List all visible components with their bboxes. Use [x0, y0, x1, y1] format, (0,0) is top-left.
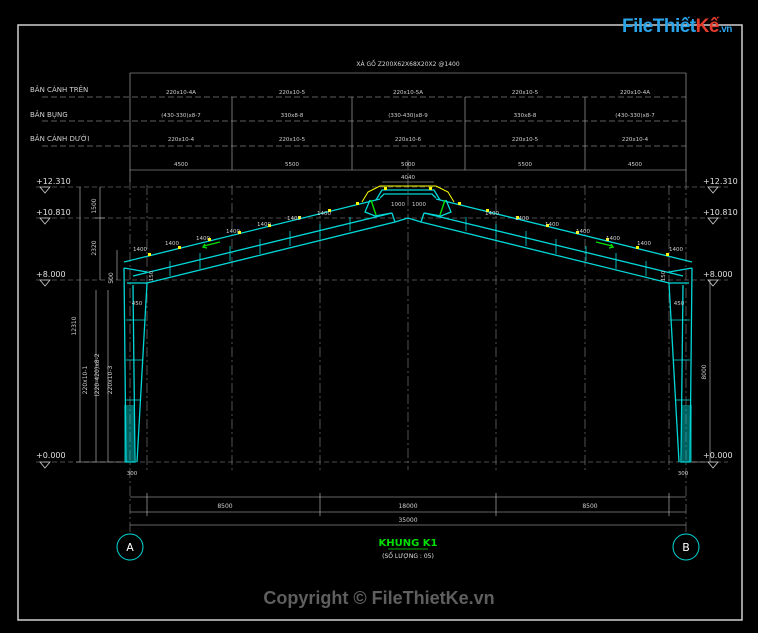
- ridge-part-left: 1000: [391, 202, 405, 208]
- rafter-spacing-label: 1400: [287, 216, 301, 222]
- column-label-1: 220x10-1: [82, 366, 89, 395]
- top-flange-cell: 220x10-4A: [166, 90, 196, 96]
- dim-2320: 2320: [91, 240, 98, 255]
- level-eave-left: +8.000: [36, 270, 66, 279]
- row-label-bottom-flange: BẢN CÁNH DƯỚI: [30, 134, 89, 143]
- top-flange-cell: 220x10-5: [512, 90, 539, 96]
- bottom-dimensions: [130, 493, 686, 526]
- rafter-spacing-label: 1400: [515, 216, 529, 222]
- rafter-spacing-label: 1400: [637, 241, 651, 247]
- level-eave-right: +8.000: [703, 270, 733, 279]
- rafter-spacing-label: 1400: [133, 247, 147, 253]
- slope-arrows: [201, 199, 615, 249]
- rafter-spacing-label: 1400: [606, 236, 620, 242]
- schedule-title: XÀ GỒ Z200X62X68X20X2 @1400: [356, 59, 459, 68]
- axis-a-label: A: [126, 541, 134, 554]
- bottom-segment: 8500: [217, 503, 232, 510]
- logo-brand-accent: Kế: [695, 16, 720, 37]
- left-dimensions: [76, 187, 130, 463]
- bottom-flange-cell: 220x10-4: [168, 137, 195, 143]
- level-ridge-right: +12.310: [703, 177, 738, 186]
- top-flange-cell: 220x10-4A: [620, 90, 650, 96]
- row-label-top-flange: BẢN CÁNH TRÊN: [30, 85, 88, 94]
- haunch-left: 450: [132, 301, 143, 307]
- segment-length: 4500: [628, 162, 642, 168]
- steel-frame: [123, 189, 693, 463]
- segment-length: 4500: [174, 162, 188, 168]
- dim-1500: 1500: [91, 198, 98, 213]
- column-bases: [124, 405, 692, 462]
- level-lines: [36, 186, 728, 463]
- rafter-spacing-label: 1400: [165, 241, 179, 247]
- dim-500: 500: [108, 272, 115, 284]
- corner-right: 150: [661, 270, 667, 281]
- rafter-spacing-label: 1400: [669, 247, 683, 253]
- ridge-cap: [361, 185, 455, 203]
- rafter-spacing-label: 1400: [257, 222, 271, 228]
- column-label-3: 220x10-3: [107, 366, 114, 395]
- copyright-text: Copyright © FileThietKe.vn: [263, 588, 495, 608]
- top-flange-cell: 220x10-5: [279, 90, 306, 96]
- rafter-spacing-label: 1400: [545, 222, 559, 228]
- level-eave-top-right: +10.810: [703, 208, 738, 217]
- rafter-spacing-label: 1400: [226, 229, 240, 235]
- web-cell: 330x8-8: [281, 113, 304, 119]
- rafter-spacing-label: 1400: [196, 236, 210, 242]
- bottom-flange-cell: 220x10-4: [622, 137, 649, 143]
- total-span: 35000: [398, 517, 417, 524]
- level-ground-right: +0.000: [703, 451, 733, 460]
- grid-lines: [129, 160, 687, 535]
- bottom-segment: 18000: [398, 503, 417, 510]
- base-right: 300: [678, 471, 689, 477]
- purlins: [148, 187, 669, 256]
- right-dimensions: [686, 280, 716, 463]
- web-cell: (430-330)x8-7: [161, 113, 201, 119]
- bottom-flange-cell: 220x10-5: [512, 137, 539, 143]
- bottom-flange-cell: 220x10-6: [395, 137, 422, 143]
- rafter-spacing-label: 1400: [485, 211, 499, 217]
- dim-12310: 12310: [71, 316, 78, 335]
- haunch-right: 450: [674, 301, 685, 307]
- level-eave-top-left: +10.810: [36, 208, 71, 217]
- row-label-web: BẢN BỤNG: [30, 110, 68, 119]
- top-flange-cell: 220x10-5A: [393, 90, 423, 96]
- drawing-title: KHUNG K1: [378, 538, 437, 549]
- dim-8000: 8000: [701, 364, 708, 379]
- web-cell: 330x8-8: [514, 113, 537, 119]
- segment-length: 5500: [285, 162, 299, 168]
- column-label-2: (220-420)x8-2: [94, 353, 101, 396]
- logo-brand-suffix: .vn: [718, 24, 732, 35]
- axis-b-label: B: [682, 541, 690, 554]
- bottom-flange-cell: 220x10-5: [279, 137, 306, 143]
- rafter-stiffeners: [126, 217, 690, 401]
- base-left: 300: [127, 471, 138, 477]
- bottom-segment: 8500: [582, 503, 597, 510]
- axis-b-bubble: [672, 533, 700, 561]
- logo-brand: FileThiết: [622, 16, 696, 37]
- rafter-spacing-label: 1400: [576, 229, 590, 235]
- drawing-subtitle: (SỐ LƯỢNG : 05): [382, 552, 434, 560]
- logo-text: FileThiếtKế.vn: [622, 16, 732, 38]
- drawing-border: [17, 24, 743, 621]
- web-cell: (330-430)x8-9: [388, 113, 428, 119]
- level-ground-left: +0.000: [36, 451, 66, 460]
- ridge-width: 4040: [401, 175, 415, 181]
- level-ridge-left: +12.310: [36, 177, 71, 186]
- rafter-spacing-label: 1400: [317, 211, 331, 217]
- segment-length: 5500: [518, 162, 532, 168]
- web-cell: (430-330)x8-7: [615, 113, 655, 119]
- corner-left: 150: [149, 270, 155, 281]
- site-logo: FileThiếtKế.vn: [622, 14, 732, 44]
- axis-a-bubble: [116, 533, 144, 561]
- ridge-part-right: 1000: [412, 202, 426, 208]
- axis-bubbles: [116, 533, 700, 561]
